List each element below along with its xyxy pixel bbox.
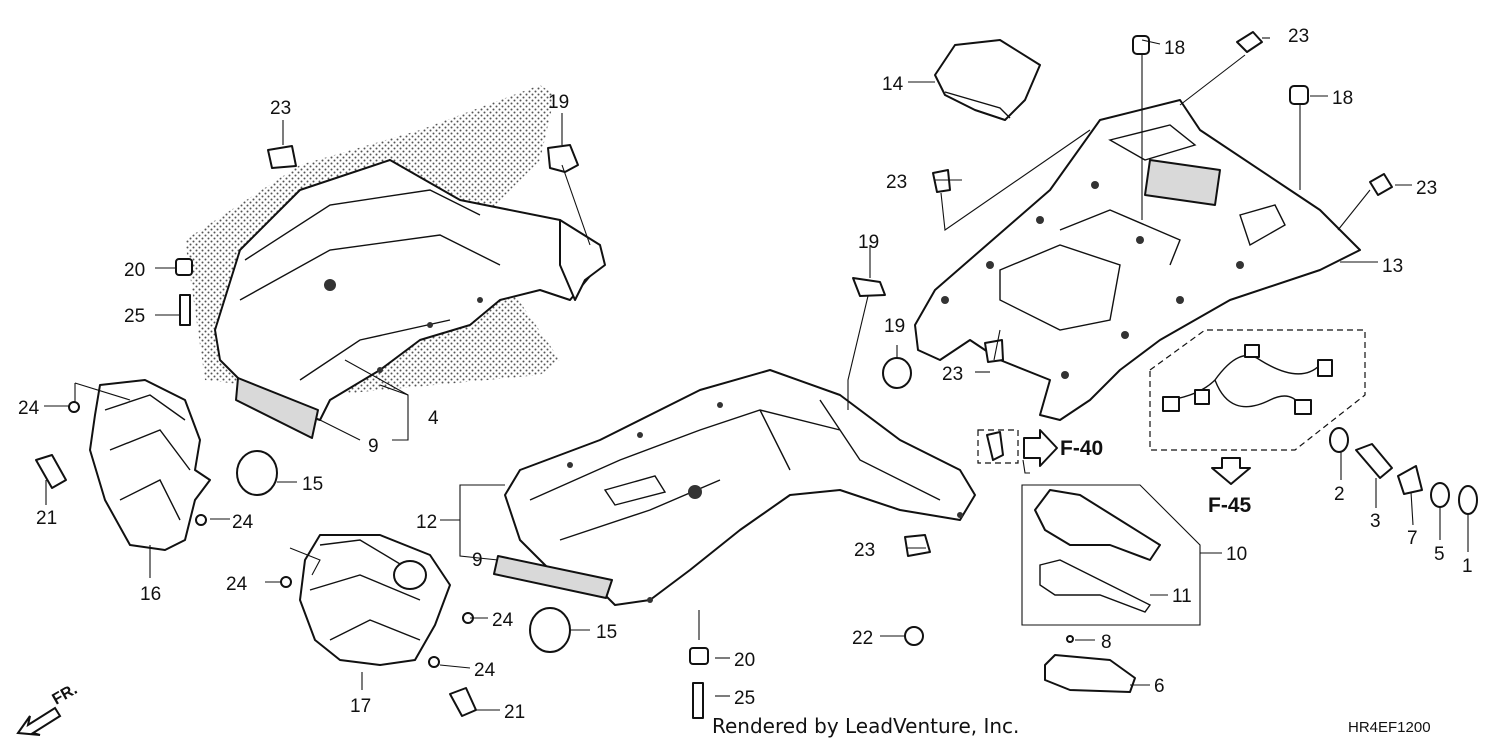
left-duct-part: [89, 379, 211, 551]
front-direction-label: FR.: [50, 681, 81, 709]
callout-13: 13: [1382, 256, 1403, 277]
callout-23-top-right: 23: [1288, 26, 1309, 47]
callout-11: 11: [1172, 586, 1192, 607]
callout-24-c: 24: [226, 574, 248, 595]
bolt-21b: [449, 687, 477, 717]
bolt-25b: [692, 682, 704, 719]
diagram-code: HR4EF1200: [1348, 719, 1431, 736]
callout-18-left: 18: [1164, 38, 1185, 59]
front-direction-indicator: FR.: [16, 681, 81, 736]
leader-lines: [44, 37, 1469, 711]
wire-harness-part: [1149, 329, 1366, 451]
rear-cover-part: [914, 99, 1361, 421]
trim-parts-group: [1021, 484, 1201, 626]
screw-23c: [932, 169, 951, 193]
callout-8: 8: [1101, 632, 1112, 653]
callout-15-upper: 15: [302, 474, 323, 495]
screw-23e: [267, 145, 297, 169]
callout-4: 4: [428, 408, 439, 429]
callout-22: 22: [852, 628, 873, 649]
callout-21-left: 21: [36, 508, 57, 529]
front-strip-part: [235, 377, 319, 439]
callout-23-rear: 23: [854, 540, 875, 561]
rear-fender-part: [504, 369, 976, 606]
cap-2: [1329, 427, 1349, 453]
bolt-21a: [35, 454, 67, 489]
callout-24-a: 24: [18, 398, 40, 419]
callout-23-cover-left: 23: [886, 172, 907, 193]
nut-20a: [175, 258, 193, 276]
clip-24c: [280, 576, 292, 588]
grommet-7: [1397, 465, 1423, 495]
callout-9-rear: 9: [472, 550, 483, 571]
callout-23-cover-bottom: 23: [942, 364, 963, 385]
callout-labels: 1 2 3 4 5 6 7 8 9 9 10 11 12 13 14 15 15…: [18, 26, 1473, 723]
seal-ring-lower: [529, 607, 571, 653]
callout-23-top-left: 23: [270, 98, 291, 119]
callout-9-front: 9: [368, 436, 379, 457]
credit-text: Rendered by LeadVenture, Inc.: [712, 714, 1019, 738]
clip-8: [1066, 635, 1074, 643]
grommet-19b: [852, 277, 886, 297]
callout-7: 7: [1407, 528, 1418, 549]
callout-24-b: 24: [232, 512, 254, 533]
screw-23d: [984, 339, 1004, 363]
cap-1: [1458, 485, 1478, 515]
callout-19-top: 19: [548, 92, 569, 113]
nut-20b: [689, 647, 709, 665]
ref-f45-label: F-45: [1208, 494, 1252, 517]
fastener-18a: [1132, 35, 1150, 55]
ref-f40-label: F-40: [1060, 437, 1103, 460]
bolt-25a: [179, 294, 191, 326]
right-duct-part: [299, 534, 451, 666]
ref-arrow-f40[interactable]: F-40: [1023, 429, 1103, 467]
plug-3: [1355, 443, 1393, 479]
screw-23a: [1236, 31, 1263, 53]
washer-5: [1430, 482, 1450, 508]
callout-25-left: 25: [124, 306, 145, 327]
clip-24e: [428, 656, 440, 668]
screw-23b: [1369, 173, 1393, 196]
callout-5: 5: [1434, 544, 1445, 565]
callout-3: 3: [1370, 511, 1381, 532]
callout-20-bottom: 20: [734, 650, 755, 671]
grommet-19a: [547, 144, 579, 173]
callout-24-e: 24: [474, 660, 496, 681]
callout-21-bottom: 21: [504, 702, 525, 723]
ref-arrow-f45[interactable]: F-45: [1208, 457, 1252, 517]
storage-lid-part: [934, 39, 1041, 121]
callout-14: 14: [882, 74, 904, 95]
callout-19-mid: 19: [858, 232, 879, 253]
front-fender-part: [185, 85, 606, 421]
callout-15-lower: 15: [596, 622, 617, 643]
screw-23f: [904, 534, 931, 557]
grommet-19c: [882, 357, 912, 389]
seal-ring-upper: [236, 450, 278, 496]
callout-6: 6: [1154, 676, 1165, 697]
callout-24-d: 24: [492, 610, 514, 631]
rear-strip-part: [493, 555, 613, 599]
callout-19-low: 19: [884, 316, 905, 337]
fastener-18b: [1289, 85, 1309, 105]
clip-24b: [195, 514, 207, 526]
callout-23-cover-right: 23: [1416, 178, 1437, 199]
callout-1: 1: [1462, 556, 1473, 577]
callout-2: 2: [1334, 484, 1345, 505]
callout-16: 16: [140, 584, 161, 605]
callout-18-right: 18: [1332, 88, 1353, 109]
callout-10: 10: [1226, 544, 1247, 565]
clip-part-6: [1044, 654, 1136, 693]
callout-17: 17: [350, 696, 371, 717]
callout-25-bottom: 25: [734, 688, 755, 709]
callout-20-left: 20: [124, 260, 145, 281]
clip-24a: [68, 401, 80, 413]
callout-12: 12: [416, 512, 437, 533]
nut-22: [904, 626, 924, 646]
